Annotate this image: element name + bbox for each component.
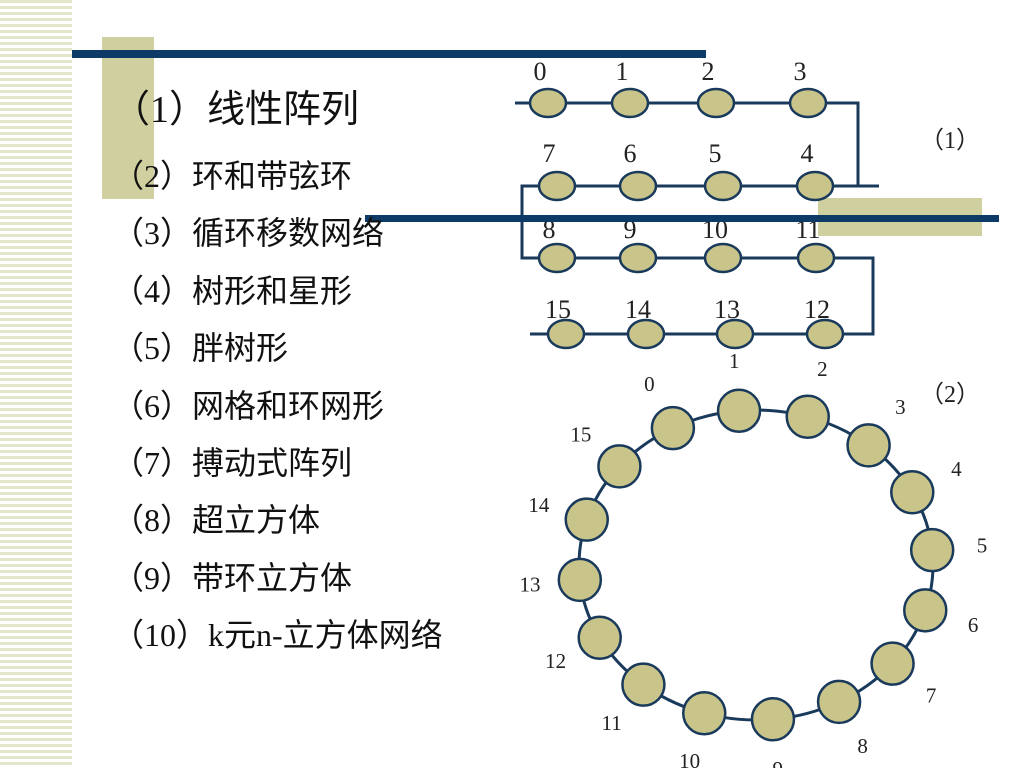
linear-node bbox=[795, 170, 835, 202]
linear-node-label: 12 bbox=[804, 295, 830, 324]
topic-item: （5）胖树形 bbox=[112, 330, 289, 367]
ring-node bbox=[870, 641, 915, 686]
ring-node-label: 14 bbox=[528, 493, 550, 517]
ring-node-label: 5 bbox=[977, 533, 988, 557]
ring-node bbox=[785, 394, 830, 440]
ring-labels: 0123456789101112131415 bbox=[520, 349, 988, 768]
linear-node bbox=[703, 242, 743, 274]
accent-block-top-left bbox=[102, 37, 154, 199]
linear-node bbox=[788, 87, 828, 119]
ring-node-label: 15 bbox=[570, 423, 591, 447]
linear-node bbox=[715, 318, 755, 350]
topic-list: （2）环和带弦环 （3）循环移数网络 （4）树形和星形 （5）胖树形 （6）网格… bbox=[112, 148, 443, 665]
topic-item: （10）k元n-立方体网络 bbox=[112, 617, 443, 654]
ring-node bbox=[716, 388, 762, 433]
linear-node-label: 1 bbox=[616, 57, 629, 86]
ring-node-label: 1 bbox=[729, 349, 740, 373]
linear-node bbox=[696, 87, 736, 119]
topic-item: （4）树形和星形 bbox=[112, 272, 353, 309]
ring-node-label: 9 bbox=[773, 757, 784, 768]
ring-node bbox=[909, 527, 955, 573]
linear-node bbox=[796, 242, 836, 274]
linear-node bbox=[618, 170, 658, 202]
figure-2-caption: （2） bbox=[920, 382, 980, 408]
ring-node bbox=[903, 588, 948, 633]
linear-node bbox=[703, 170, 743, 202]
linear-node-label: 2 bbox=[702, 57, 715, 86]
linear-node bbox=[610, 87, 650, 119]
ring-node-label: 3 bbox=[895, 395, 906, 419]
ring-node bbox=[750, 697, 796, 742]
linear-node-label: 8 bbox=[543, 215, 556, 244]
figure-1-caption: （1） bbox=[920, 128, 980, 154]
ring-node bbox=[650, 405, 696, 451]
linear-node bbox=[626, 318, 666, 350]
topic-item: （9）带环立方体 bbox=[112, 559, 353, 596]
linear-array-nodes bbox=[528, 87, 845, 350]
ring-node-label: 12 bbox=[545, 649, 566, 673]
linear-node bbox=[618, 242, 658, 274]
ring-node bbox=[577, 615, 622, 661]
left-stripe-decoration bbox=[0, 0, 72, 768]
linear-node-label: 13 bbox=[714, 295, 740, 324]
linear-node-label: 5 bbox=[709, 139, 722, 168]
topic-item: （8）超立方体 bbox=[112, 502, 321, 539]
linear-node bbox=[537, 170, 577, 202]
topic-item: （3）循环移数网络 bbox=[112, 215, 385, 252]
linear-node bbox=[805, 318, 845, 350]
linear-node-label: 14 bbox=[625, 295, 651, 324]
linear-node-label: 15 bbox=[545, 295, 571, 324]
slide-title: （1）线性阵列 bbox=[112, 89, 360, 131]
ring-node bbox=[890, 469, 935, 515]
accent-bar-top bbox=[72, 50, 706, 58]
topic-item: （2）环和带弦环 bbox=[112, 158, 353, 194]
ring-node bbox=[816, 679, 862, 725]
ring-nodes bbox=[557, 388, 955, 742]
linear-node-label: 6 bbox=[624, 139, 637, 168]
linear-node bbox=[528, 87, 568, 119]
linear-node-label: 9 bbox=[624, 215, 637, 244]
linear-node-label: 0 bbox=[534, 57, 547, 86]
ring-node-label: 7 bbox=[926, 683, 937, 707]
ring-node-label: 0 bbox=[644, 372, 655, 396]
ring-node-label: 8 bbox=[857, 734, 868, 758]
topic-item: （6）网格和环网形 bbox=[112, 387, 385, 424]
ring-node bbox=[557, 557, 603, 603]
ring-node-label: 13 bbox=[520, 573, 541, 597]
snake-path bbox=[515, 101, 879, 336]
ring-node-label: 4 bbox=[951, 457, 962, 481]
ring-node bbox=[597, 444, 642, 489]
accent-bar-middle bbox=[365, 215, 999, 222]
ring-node bbox=[621, 662, 666, 707]
linear-node-label: 7 bbox=[543, 139, 556, 168]
linear-node-label: 4 bbox=[801, 139, 814, 168]
ring-node bbox=[564, 497, 609, 542]
linear-node bbox=[537, 242, 577, 274]
ring-node bbox=[846, 423, 891, 468]
topic-item: （7）搏动式阵列 bbox=[112, 445, 353, 482]
ring-node bbox=[682, 690, 727, 736]
ring-figure: 0123456789101112131415 bbox=[520, 349, 988, 768]
ring-node-label: 6 bbox=[968, 613, 979, 637]
ring-node-label: 10 bbox=[679, 749, 700, 768]
linear-node-label: 3 bbox=[794, 57, 807, 86]
ring-node-label: 11 bbox=[601, 711, 621, 735]
ring-node-label: 2 bbox=[817, 357, 828, 381]
linear-node bbox=[546, 318, 586, 350]
